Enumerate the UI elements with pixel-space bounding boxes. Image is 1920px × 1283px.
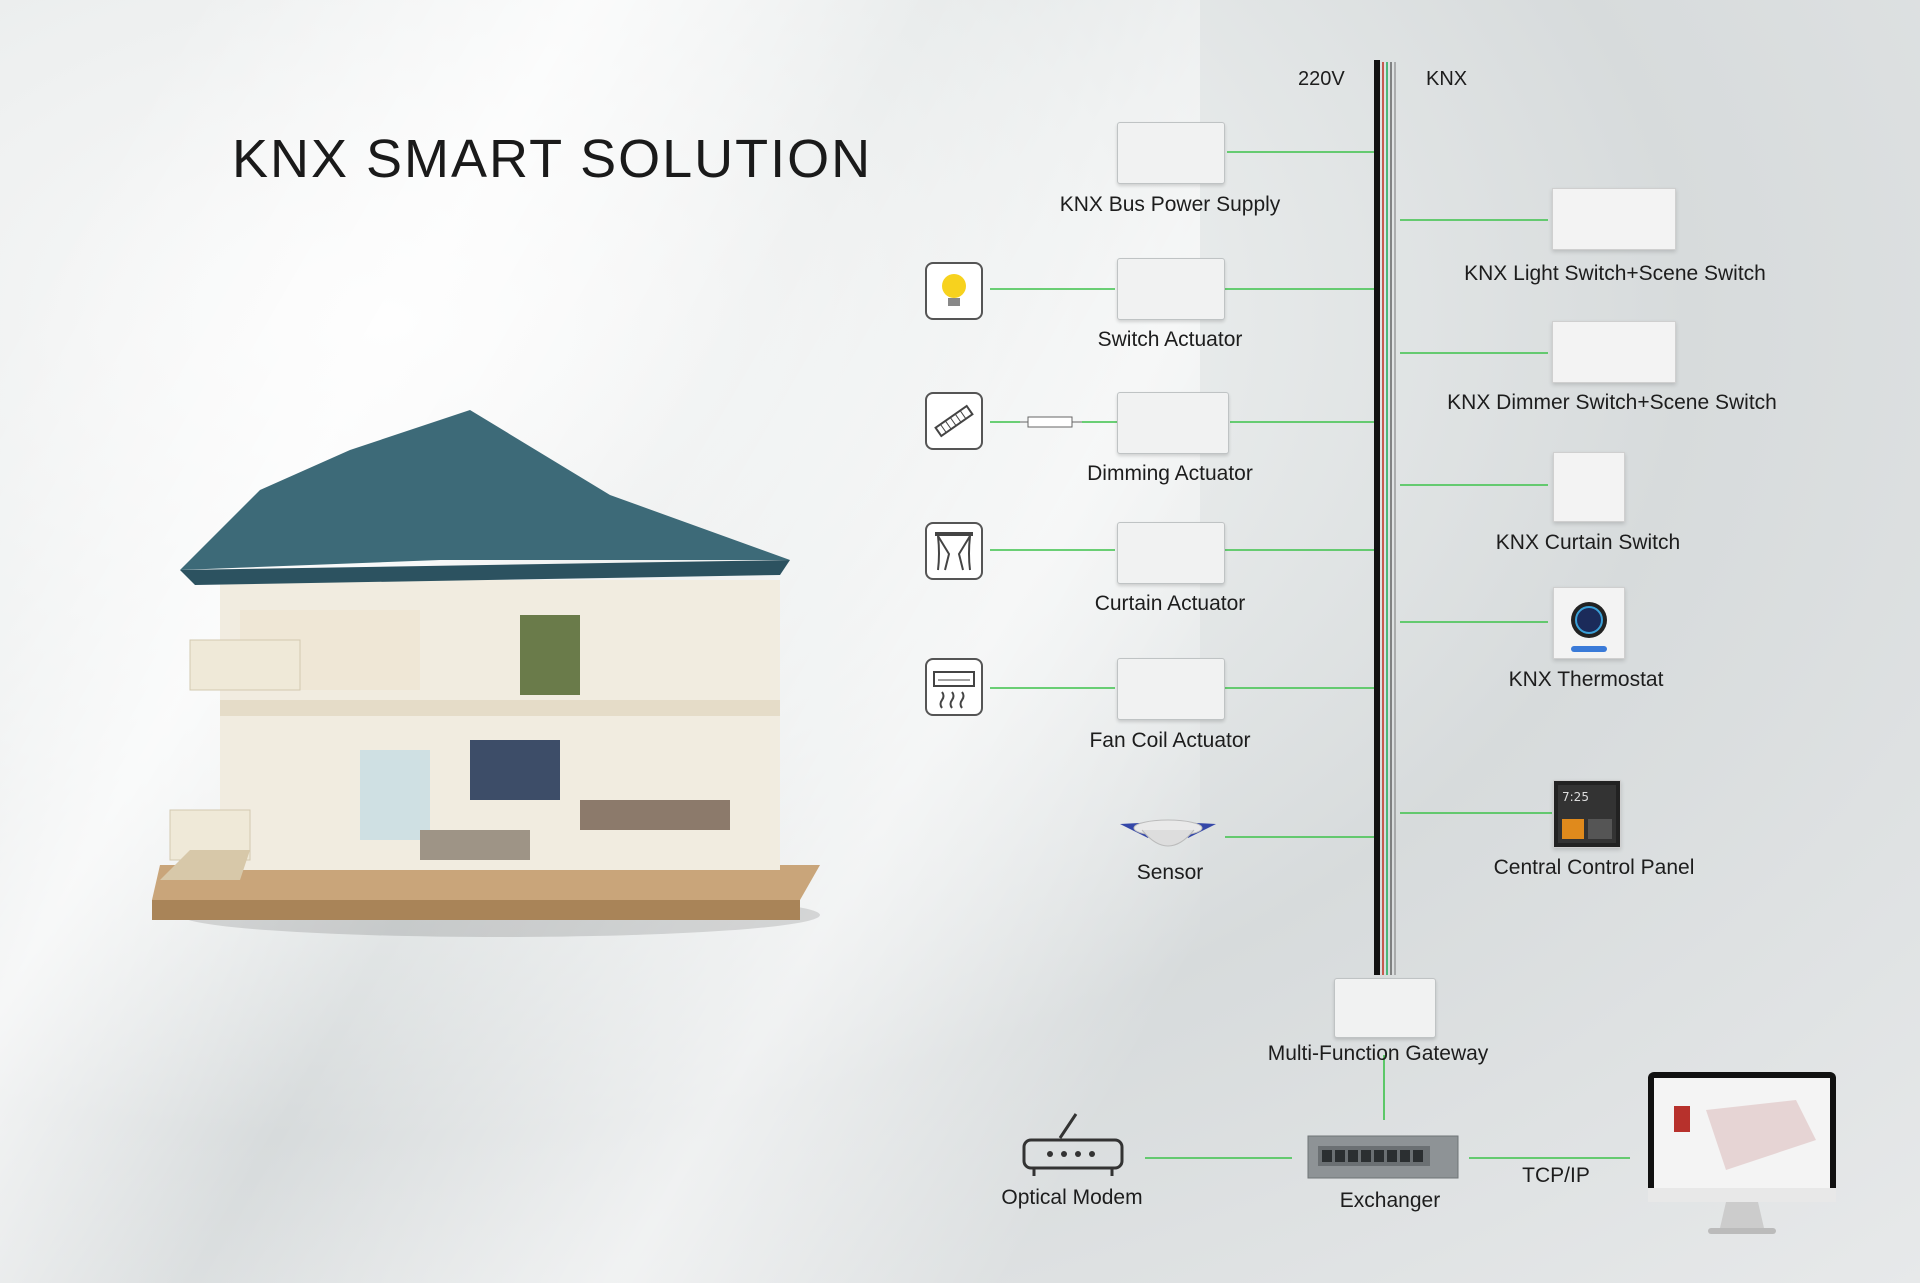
curtain-icon [925,522,983,580]
bus-power-label: 220V [1298,68,1345,90]
light-bulb-icon [925,262,983,320]
tcpip-label: TCP/IP [1522,1164,1590,1187]
central-control-panel-label: Central Control Panel [1493,856,1695,879]
dimmer-switch-panel [1552,321,1676,383]
fan-coil-actuator-label: Fan Coil Actuator [1089,729,1251,752]
network-switch-icon [1306,1134,1462,1187]
fan-coil-actuator-module [1117,658,1225,720]
gateway-label: Multi-Function Gateway [1267,1042,1489,1065]
curtain-switch-label: KNX Curtain Switch [1495,531,1681,554]
thermostat-panel [1553,587,1625,659]
bus-knx-label: KNX [1426,68,1468,90]
modem-label: Optical Modem [1001,1186,1143,1209]
sensor-label: Sensor [1136,861,1204,884]
light-switch-panel [1552,188,1676,250]
page-title: KNX SMART SOLUTION [232,129,873,189]
dimming-actuator-label: Dimming Actuator [1087,462,1253,485]
exchanger-label: Exchanger [1339,1189,1441,1212]
switch-actuator-label: Switch Actuator [1097,328,1243,351]
dimmer-strip-icon [925,392,983,450]
router-icon [1020,1110,1126,1187]
thermostat-label: KNX Thermostat [1508,668,1664,691]
curtain-actuator-label: Curtain Actuator [1094,592,1246,615]
sensor-icon [1120,812,1216,867]
curtain-switch-panel [1553,452,1625,522]
switch-actuator-module [1117,258,1225,320]
central-control-panel: 7:25 [1553,780,1621,848]
dimming-actuator-module [1117,392,1229,454]
curtain-actuator-module [1117,522,1225,584]
panel-time: 7:25 [1562,790,1589,804]
air-conditioner-icon [925,658,983,716]
computer-monitor-icon [1646,1070,1838,1245]
bus-power-supply-module [1117,122,1225,184]
bus-power-supply-label: KNX Bus Power Supply [1059,193,1281,216]
gateway-module [1334,978,1436,1038]
light-switch-label: KNX Light Switch+Scene Switch [1464,262,1766,285]
led-driver-icon [1020,414,1082,435]
dimmer-switch-label: KNX Dimmer Switch+Scene Switch [1447,391,1777,414]
house-illustration [152,410,820,937]
